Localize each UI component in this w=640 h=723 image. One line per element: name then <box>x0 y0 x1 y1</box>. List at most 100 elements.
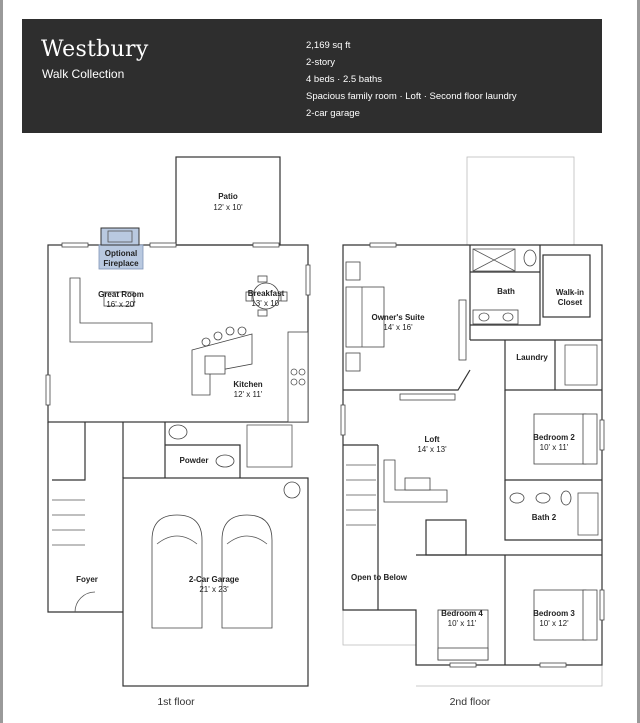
page-border-left <box>0 0 3 723</box>
window <box>149 242 177 248</box>
window <box>539 662 567 668</box>
vanity-sink <box>502 312 514 322</box>
stool <box>237 326 247 336</box>
stool <box>213 331 223 341</box>
laundry-walls <box>470 339 602 391</box>
window <box>599 589 605 621</box>
first-floor-plan: Patio 12' x 10' Optional Fireplace Great… <box>45 156 311 708</box>
fireplace-hearth <box>107 230 133 243</box>
breakfast-label: Breakfast <box>248 289 285 298</box>
car-windshield <box>226 535 268 545</box>
plan-header: Westbury Walk Collection 2,169 sq ft 2-s… <box>22 19 602 133</box>
bedroom4-dims: 10' x 11' <box>448 619 477 628</box>
garage-outline <box>122 477 309 687</box>
plan-collection: Walk Collection <box>42 67 125 81</box>
patio-outline <box>175 156 281 246</box>
owners-bed <box>345 286 385 348</box>
front-door-swing <box>74 591 96 613</box>
chair <box>257 309 268 317</box>
bedroom3-dims: 10' x 12' <box>539 619 569 628</box>
walk-in-closet-outline <box>542 254 591 318</box>
nightstand <box>345 352 361 372</box>
great-room-label: Great Room <box>98 290 144 299</box>
bedroom3-label: Bedroom 3 <box>533 609 575 618</box>
chair <box>245 291 253 302</box>
window <box>252 242 280 248</box>
second-floor-label: 2nd floor <box>450 696 491 708</box>
spec-garage: 2-car garage <box>306 108 360 119</box>
breakfast-dims: 13' x 10' <box>251 299 281 308</box>
garage-dims: 21' x 23' <box>199 585 229 594</box>
loft-shelf <box>399 393 456 401</box>
second-floor-plan: Owner's Suite 14' x 16' Bath Walk-in Clo… <box>340 156 605 708</box>
bath-label: Bath <box>497 287 515 296</box>
kitchen-dims: 12' x 11' <box>234 390 263 399</box>
bath2-sink <box>509 492 525 504</box>
sectional-sofa <box>69 277 153 343</box>
bath2-walls <box>504 480 602 541</box>
burner <box>298 378 306 386</box>
foyer-label: Foyer <box>76 575 98 584</box>
car-right <box>221 514 273 629</box>
shower <box>472 248 516 272</box>
kitchen-sink <box>204 355 226 375</box>
stair-walls <box>343 444 379 610</box>
spec-features: Spacious family room · Loft · Second flo… <box>306 91 517 102</box>
bedroom2-label: Bedroom 2 <box>533 433 575 442</box>
owners-bath-walls <box>470 245 541 326</box>
toilet <box>168 424 188 440</box>
washer-dryer <box>564 344 598 386</box>
fireplace-box <box>100 227 140 246</box>
first-floor-label: 1st floor <box>157 696 195 708</box>
double-vanity <box>472 309 519 325</box>
bathtub <box>577 492 599 536</box>
kitchen-counter <box>287 331 309 423</box>
dresser <box>458 299 467 361</box>
plan-title: Westbury <box>41 37 149 62</box>
fireplace-highlight <box>98 244 144 270</box>
patio-dims: 12' x 10' <box>213 203 243 212</box>
plan-specs: 2,169 sq ft 2-story 4 beds · 2.5 baths S… <box>306 37 517 122</box>
coffee-table <box>103 291 135 307</box>
powder-sink <box>215 454 235 468</box>
walk-in-label-1: Walk-in <box>556 288 584 297</box>
stool <box>201 337 211 347</box>
headboard <box>582 589 598 641</box>
bedroom4-label: Bedroom 4 <box>441 609 483 618</box>
bath2-label: Bath 2 <box>532 513 557 522</box>
loft-sofa <box>383 459 448 503</box>
page-border-right <box>637 0 640 723</box>
loft-table <box>404 477 431 491</box>
spec-beds-baths: 4 beds · 2.5 baths <box>306 74 383 85</box>
spec-stories: 2-story <box>306 57 336 68</box>
loft-label: Loft <box>424 435 439 444</box>
headboard <box>437 647 489 661</box>
shower-x <box>472 248 516 272</box>
chair <box>280 291 288 302</box>
bedroom2-dims: 10' x 11' <box>540 443 569 452</box>
owners-suite-dims: 14' x 16' <box>383 323 413 332</box>
toilet <box>523 249 537 267</box>
window <box>369 242 397 248</box>
owners-suite-walls <box>343 245 471 391</box>
car-windshield <box>156 535 198 545</box>
great-room-dims: 16' x 20' <box>106 300 136 309</box>
breakfast-table <box>252 282 280 310</box>
window <box>449 662 477 668</box>
spec-sqft: 2,169 sq ft <box>306 40 351 51</box>
water-heater <box>283 481 301 499</box>
powder-walls <box>122 422 241 478</box>
fireplace-label-2: Fireplace <box>103 259 139 268</box>
walk-in-label-2: Closet <box>558 298 583 307</box>
bedroom3-bed <box>533 589 587 641</box>
fireplace-label-1: Optional <box>105 249 137 258</box>
vanity-sink <box>478 312 490 322</box>
patio-below-outline <box>466 156 575 246</box>
mudroom-bench <box>246 424 293 468</box>
burner <box>298 368 306 376</box>
window <box>61 242 89 248</box>
bedroom2-bed <box>533 413 587 465</box>
garage-label: 2-Car Garage <box>189 575 240 584</box>
bath2-toilet <box>560 490 572 506</box>
